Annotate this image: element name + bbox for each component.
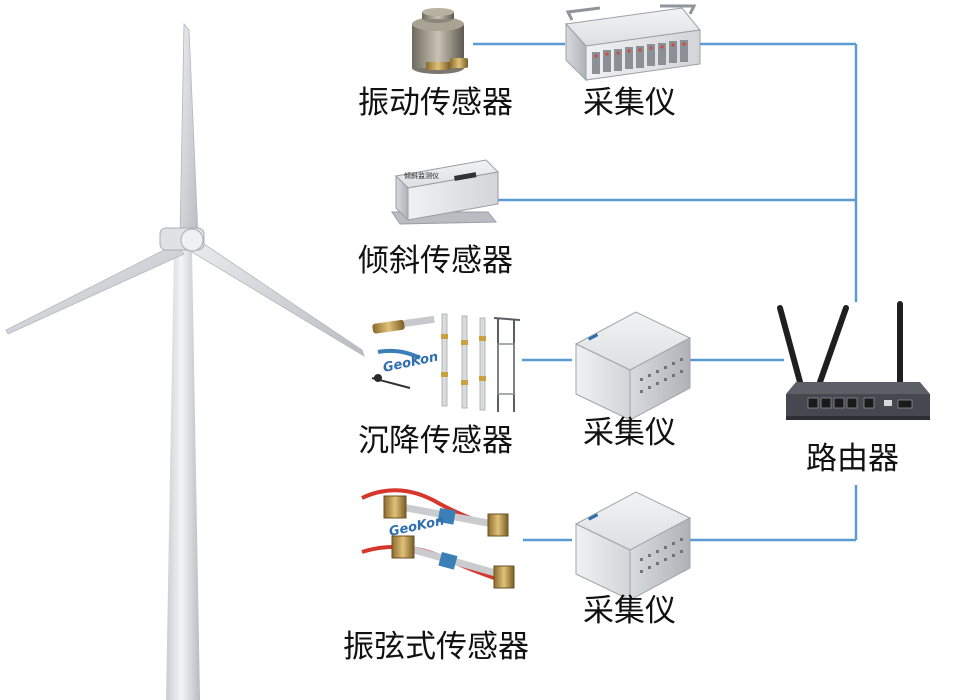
connection-lines [473, 42, 858, 542]
label-collector-2: 采集仪 [583, 415, 676, 451]
label-router: 路由器 [806, 441, 899, 477]
label-collector-3: 采集仪 [583, 593, 676, 629]
collector-1-device [564, 4, 701, 82]
label-vibration-sensor: 振动传感器 [358, 85, 513, 121]
turbine-tower [166, 250, 200, 700]
collector-2-device [574, 311, 692, 421]
wind-turbine-illustration [5, 22, 365, 700]
vibration-sensor-device [412, 8, 468, 74]
router-device [777, 301, 930, 420]
tilt-box-text: 倾斜监测仪 [404, 171, 439, 180]
settlement-sensor-device: GeoKon [371, 313, 521, 412]
vibrating-wire-sensor-device: GeoKon [361, 488, 515, 589]
label-collector-1: 采集仪 [583, 85, 676, 121]
turbine-hub [180, 228, 204, 252]
tilt-sensor-device: 倾斜监测仪 [391, 159, 500, 225]
label-vibrating-wire-sensor: 振弦式传感器 [343, 629, 529, 665]
collector-3-device [574, 491, 692, 601]
turbine-blade-left [5, 243, 185, 335]
turbine-blade-right [191, 239, 365, 357]
label-settlement-sensor: 沉降传感器 [358, 423, 513, 459]
label-tilt-sensor: 倾斜传感器 [358, 243, 513, 279]
turbine-blade-up [179, 22, 199, 237]
